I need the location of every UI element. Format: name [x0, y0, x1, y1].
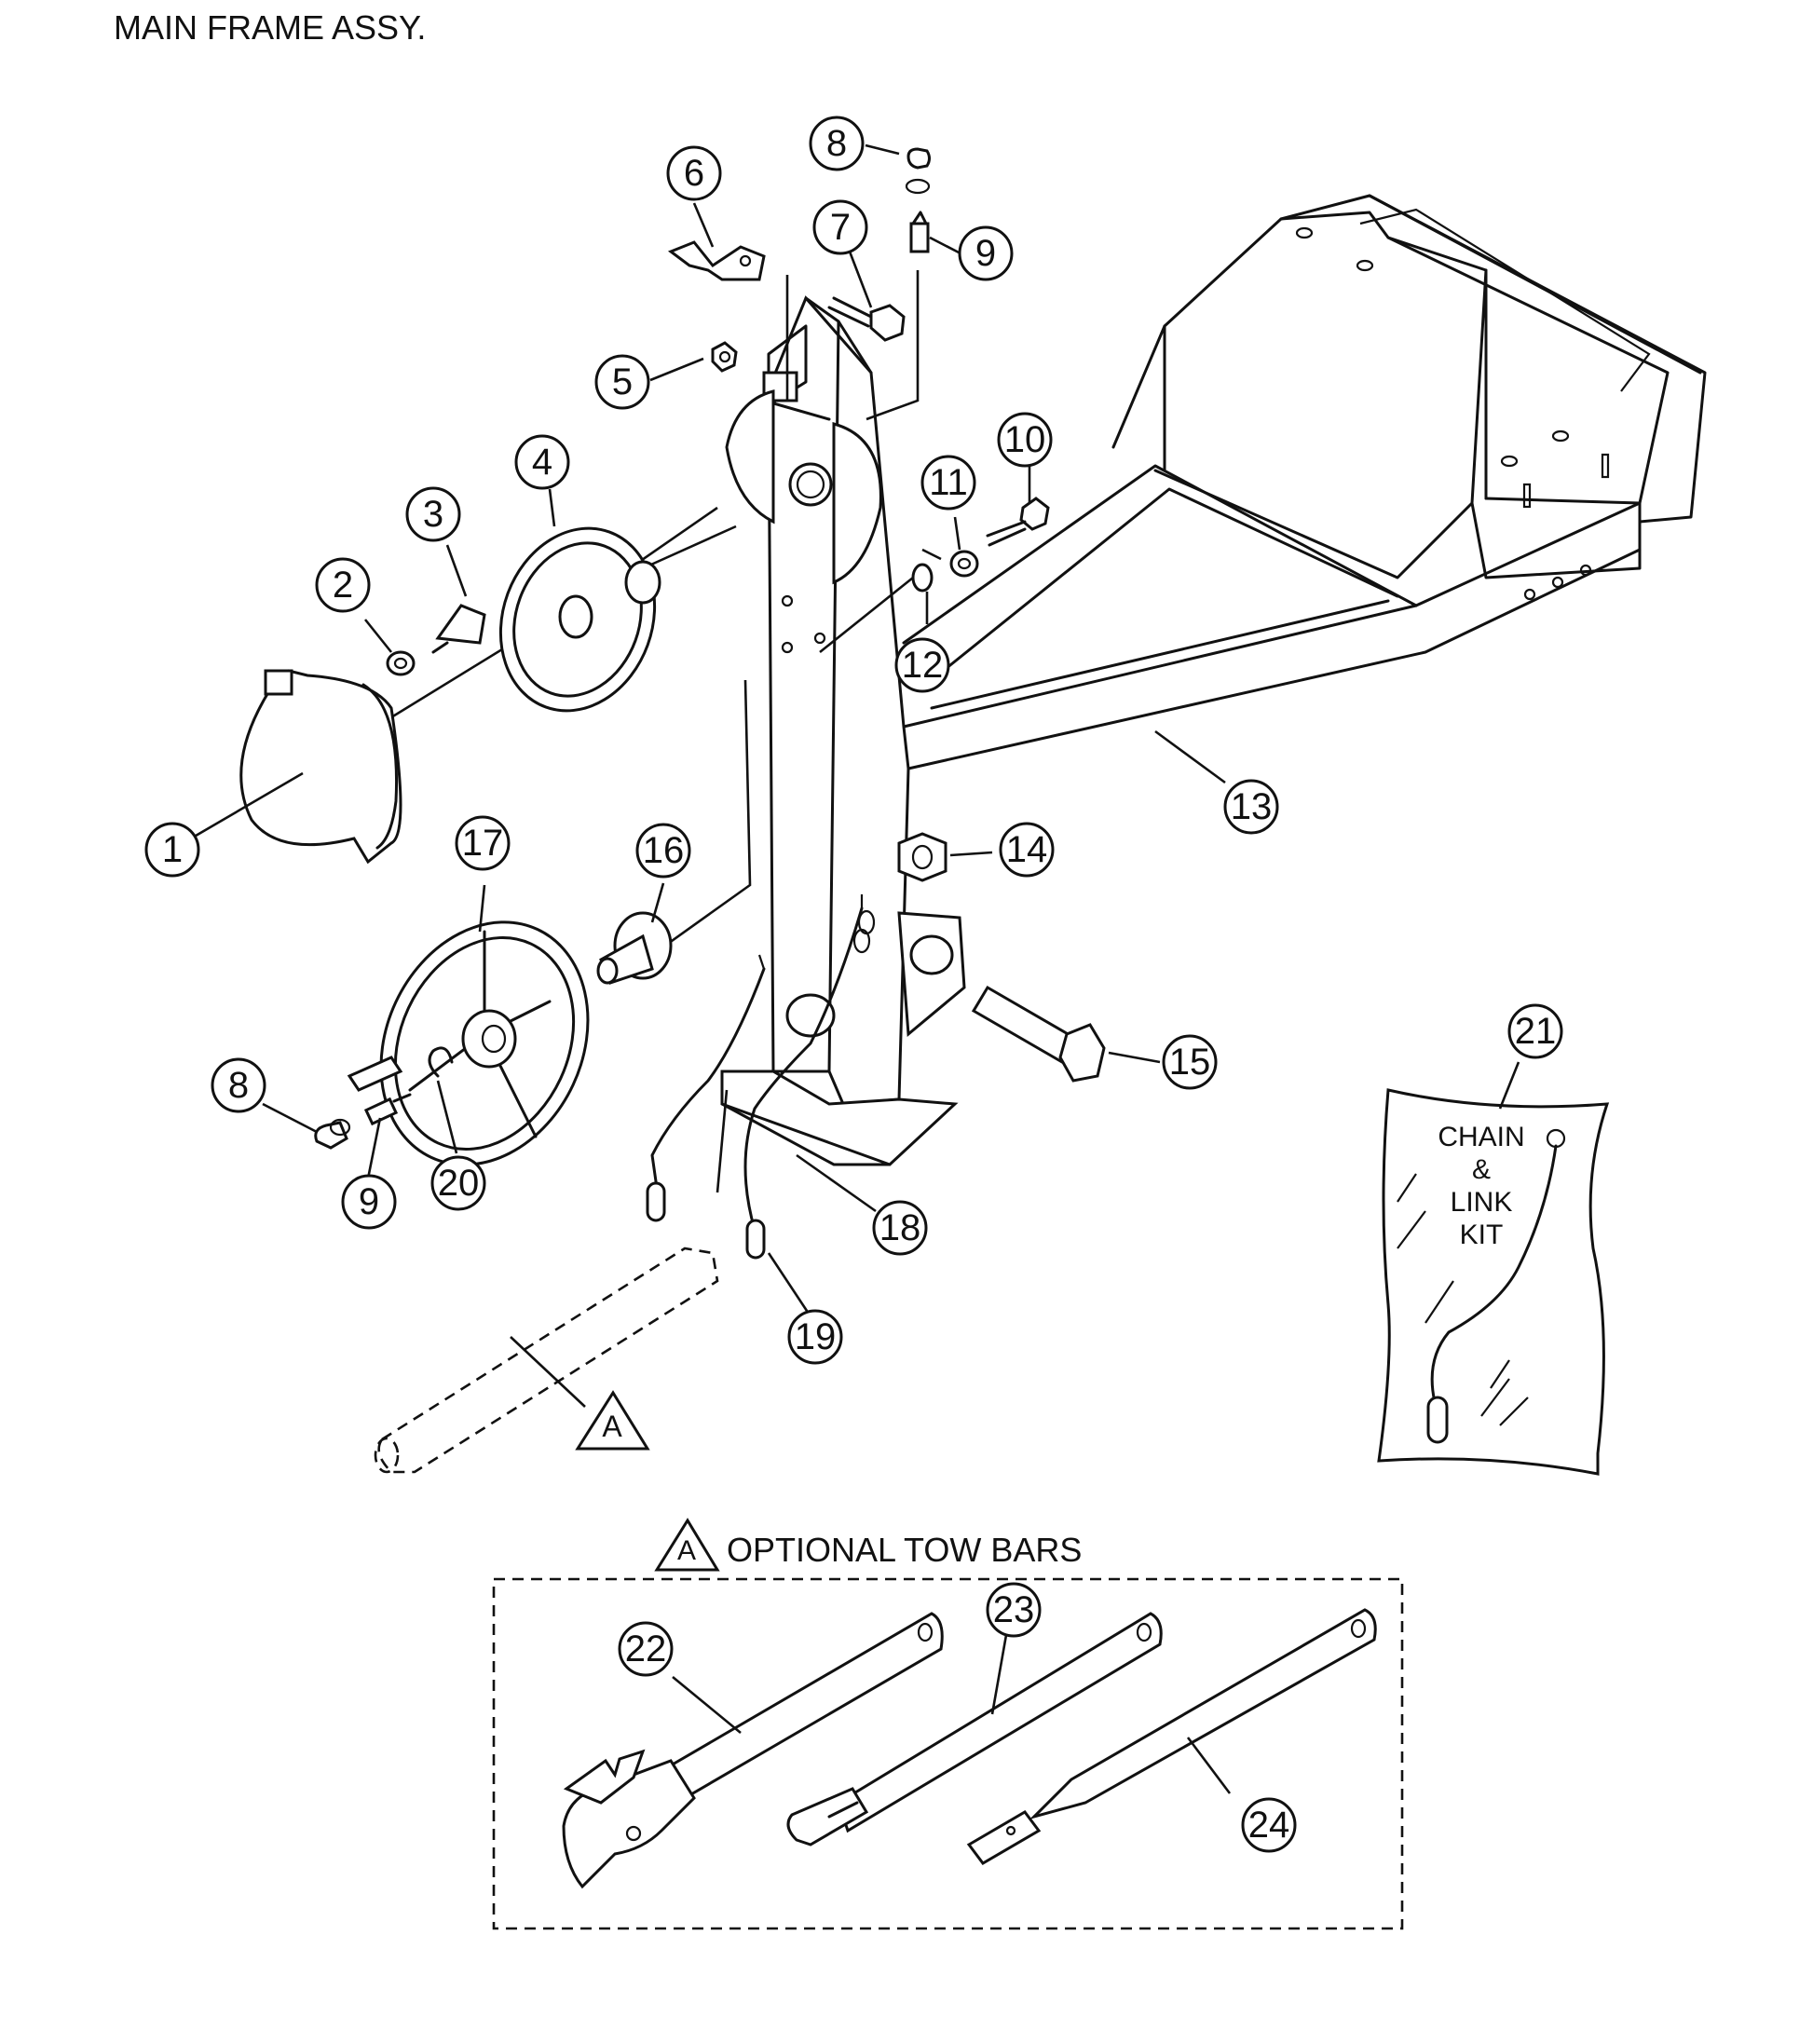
- svg-text:23: 23: [993, 1589, 1035, 1630]
- callout-8-lower: 8: [211, 1057, 266, 1113]
- callout-14: 14: [999, 822, 1055, 878]
- callout-19: 19: [787, 1309, 843, 1365]
- callout-6: 6: [666, 145, 722, 201]
- kit-label-line-3: LINK: [1451, 1187, 1513, 1218]
- callout-22: 22: [618, 1621, 674, 1677]
- section-marker-a-label: A: [602, 1410, 622, 1443]
- leader-lines: [190, 143, 1520, 1794]
- svg-text:20: 20: [438, 1163, 480, 1204]
- callout-11: 11: [920, 455, 976, 511]
- svg-text:17: 17: [462, 823, 504, 864]
- svg-text:8: 8: [228, 1065, 249, 1106]
- svg-text:4: 4: [532, 442, 552, 483]
- svg-text:2: 2: [333, 565, 353, 606]
- part-15-bolt: [971, 985, 1106, 1083]
- callout-16: 16: [635, 823, 691, 879]
- svg-text:19: 19: [795, 1316, 837, 1357]
- callout-12: 12: [894, 637, 950, 693]
- section-box: [492, 1577, 1404, 1930]
- callout-1: 1: [144, 822, 200, 878]
- kit-label-line-2: &: [1472, 1154, 1491, 1185]
- kit-label-line-4: KIT: [1460, 1220, 1504, 1250]
- part-12-lockwasher: [911, 563, 934, 593]
- part-1-cover: [239, 669, 402, 865]
- part-2-washer: [386, 650, 416, 676]
- callout-8-top: 8: [809, 116, 865, 171]
- callout-5: 5: [594, 354, 650, 410]
- callout-17: 17: [455, 815, 511, 871]
- part-8-pin-top: [905, 147, 931, 195]
- svg-text:10: 10: [1004, 419, 1046, 460]
- callout-18: 18: [872, 1200, 928, 1256]
- callout-7: 7: [812, 199, 868, 255]
- callout-21: 21: [1507, 1003, 1563, 1059]
- part-18-19-chains: [646, 894, 876, 1260]
- section-title-marker-triangle: [654, 1518, 720, 1572]
- callout-9-lower: 9: [341, 1174, 397, 1230]
- optional-tow-bars-section: A OPTIONAL TOW BARS: [492, 1518, 1404, 1930]
- section-marker-a-triangle: [575, 1390, 650, 1451]
- part-20-clip: [428, 1046, 454, 1078]
- svg-text:22: 22: [625, 1628, 667, 1669]
- callout-13: 13: [1223, 779, 1279, 835]
- part-23-clevis-towbar: [786, 1612, 1163, 1846]
- svg-text:24: 24: [1248, 1805, 1290, 1846]
- svg-text:11: 11: [929, 462, 968, 503]
- part-16-hub: [596, 911, 673, 985]
- svg-text:16: 16: [643, 830, 685, 871]
- callout-2: 2: [315, 557, 371, 613]
- part-17-handwheel: [347, 920, 590, 1166]
- svg-text:7: 7: [830, 207, 851, 248]
- part-10-bolt: [986, 497, 1050, 547]
- part-5-nut: [711, 341, 738, 373]
- callout-15: 15: [1162, 1034, 1218, 1090]
- part-24-flat-towbar: [966, 1608, 1377, 1865]
- svg-text:9: 9: [975, 233, 996, 274]
- callout-10: 10: [997, 412, 1053, 468]
- section-title: OPTIONAL TOW BARS: [727, 1531, 1082, 1569]
- kit-label-line-1: CHAIN: [1438, 1122, 1524, 1152]
- part-3-bolt: [431, 604, 486, 654]
- svg-text:13: 13: [1231, 786, 1273, 827]
- callout-3: 3: [405, 486, 461, 542]
- svg-text:12: 12: [902, 645, 944, 686]
- svg-text:15: 15: [1169, 1042, 1211, 1083]
- callout-20: 20: [430, 1155, 486, 1211]
- callout-23: 23: [986, 1582, 1042, 1638]
- part-4-gear: [498, 526, 661, 713]
- svg-text:8: 8: [826, 123, 847, 164]
- svg-text:14: 14: [1006, 829, 1048, 870]
- optional-towbar-dashed: A: [374, 1247, 719, 1474]
- part-21-kit-bag: CHAIN & LINK KIT: [1377, 1088, 1610, 1476]
- svg-text:3: 3: [423, 494, 443, 535]
- part-8-pin-lower: [314, 1118, 351, 1150]
- part-14-nut: [897, 832, 947, 882]
- svg-text:18: 18: [879, 1207, 921, 1248]
- svg-text:6: 6: [684, 153, 704, 194]
- part-22-coupler-towbar: [562, 1612, 944, 1889]
- part-9-fitting-lower: [363, 1093, 412, 1126]
- part-6-latch: [667, 240, 766, 281]
- callout-24: 24: [1241, 1797, 1297, 1853]
- callout-4: 4: [514, 434, 570, 490]
- part-11-washer: [949, 550, 979, 578]
- callout-9-top: 9: [958, 225, 1014, 281]
- main-frame-drawing: [720, 194, 1707, 1166]
- svg-text:9: 9: [359, 1181, 379, 1222]
- page-title: MAIN FRAME ASSY.: [114, 8, 426, 47]
- part-9-fitting-top: [909, 211, 930, 253]
- svg-text:21: 21: [1515, 1011, 1557, 1052]
- svg-text:1: 1: [162, 829, 183, 870]
- section-title-marker-label: A: [677, 1535, 696, 1566]
- part-7-bolt: [827, 296, 906, 342]
- svg-text:5: 5: [612, 361, 633, 402]
